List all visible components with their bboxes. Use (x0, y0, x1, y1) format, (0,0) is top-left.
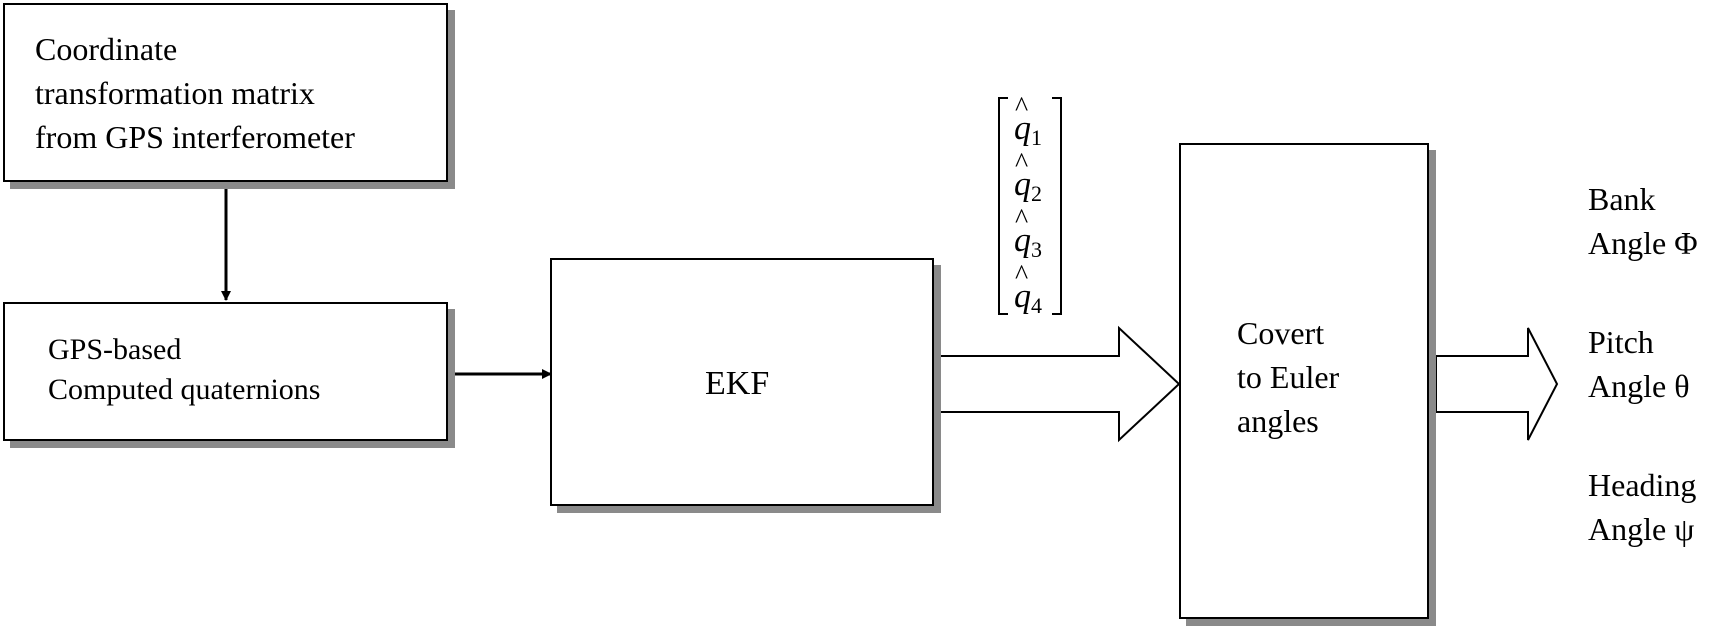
euler-convert-line1: Covert (1237, 315, 1325, 351)
quaternion-hat-3: ^ (1015, 204, 1029, 235)
quaternion-symbol-4: q (1014, 278, 1031, 315)
coordinate-matrix-line3: from GPS interferometer (35, 119, 355, 155)
quaternion-subscript-2: 2 (1031, 181, 1042, 206)
gps-quaternions-box: GPS-based Computed quaternions (3, 302, 448, 441)
quaternion-hat-1: ^ (1015, 92, 1029, 123)
quaternion-entry-2: ^q2 (1014, 150, 1042, 206)
quaternion-subscript-3: 3 (1031, 237, 1042, 262)
quaternion-entry-3: ^q3 (1014, 206, 1042, 262)
gps-quaternions-line2: Computed quaternions (48, 373, 321, 406)
quaternion-entry-1: ^q1 (1014, 94, 1042, 150)
coordinate-matrix-box: Coordinate transformation matrix from GP… (3, 3, 448, 182)
quaternion-symbol-1: q (1014, 110, 1031, 147)
output-pitch-angle: Pitch Angle θ (1588, 320, 1690, 408)
output-heading-angle: Heading Angle ψ (1588, 463, 1696, 551)
vector-left-bracket (998, 97, 1008, 315)
quaternion-entry-4: ^q4 (1014, 262, 1042, 318)
quaternion-symbol-3: q (1014, 222, 1031, 259)
quaternion-symbol-2: q (1014, 166, 1031, 203)
output-pitch-line2: Angle θ (1588, 368, 1690, 404)
ekf-label: EKF (705, 365, 770, 402)
ekf-to-euler-block-arrow (933, 325, 1181, 443)
output-heading-line2: Angle ψ (1588, 511, 1695, 547)
output-bank-angle: Bank Angle Φ (1588, 177, 1698, 265)
output-pitch-line1: Pitch (1588, 324, 1654, 360)
ekf-box: EKF (550, 258, 934, 506)
quaternion-hat-4: ^ (1015, 260, 1029, 291)
gps-quaternions-line1: GPS-based (48, 333, 182, 366)
euler-convert-line2: to Euler (1237, 359, 1340, 395)
output-bank-line2: Angle Φ (1588, 225, 1698, 261)
vector-right-bracket (1052, 97, 1062, 315)
quaternion-subscript-4: 4 (1031, 293, 1042, 318)
euler-convert-box: Covert to Euler angles (1179, 143, 1429, 619)
quaternion-hat-2: ^ (1015, 148, 1029, 179)
euler-to-outputs-block-arrow (1435, 327, 1559, 441)
coordinate-matrix-line2: transformation matrix (35, 75, 315, 111)
output-bank-line1: Bank (1588, 181, 1656, 217)
euler-convert-line3: angles (1237, 403, 1319, 439)
coordinate-matrix-line1: Coordinate (35, 31, 178, 67)
output-heading-line1: Heading (1588, 467, 1697, 503)
quaternion-subscript-1: 1 (1031, 125, 1042, 150)
